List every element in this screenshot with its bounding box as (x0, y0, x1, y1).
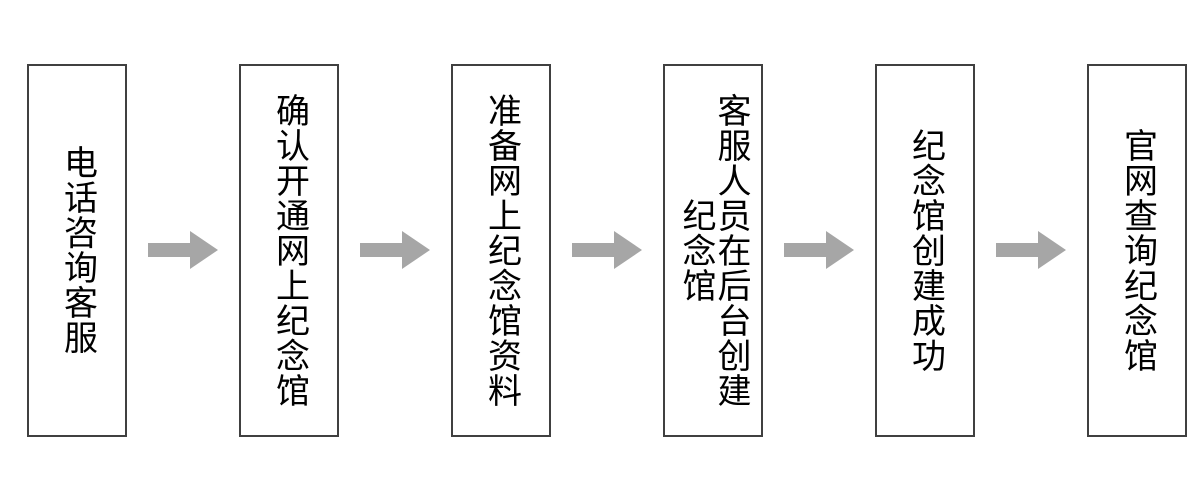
flow-step-3[interactable]: 准备网上纪念馆资料 (451, 63, 551, 437)
flow-step-5[interactable]: 纪念馆创建成功 (875, 63, 975, 437)
flow-connector-1 (148, 229, 218, 271)
flow-step-6-label: 官网查询纪念馆 (1117, 127, 1158, 373)
flow-connector-5 (996, 229, 1066, 271)
flow-step-5-label: 纪念馆创建成功 (905, 127, 946, 373)
flow-step-3-label: 准备网上纪念馆资料 (481, 92, 522, 408)
arrow-right-icon (572, 231, 642, 269)
flow-step-4-label: 客服人员在后台创建纪念馆 (676, 92, 752, 408)
flow-step-1[interactable]: 电话咨询客服 (27, 63, 127, 437)
flow-step-1-label: 电话咨询客服 (57, 145, 98, 355)
flow-step-6[interactable]: 官网查询纪念馆 (1087, 63, 1187, 437)
arrow-right-icon (784, 231, 854, 269)
arrow-right-icon (996, 231, 1066, 269)
flow-step-2[interactable]: 确认开通网上纪念馆 (239, 63, 339, 437)
arrow-right-icon (360, 231, 430, 269)
flow-connector-4 (784, 229, 854, 271)
flow-step-4[interactable]: 客服人员在后台创建纪念馆 (663, 63, 763, 437)
flow-connector-2 (360, 229, 430, 271)
flow-step-2-label: 确认开通网上纪念馆 (269, 92, 310, 408)
arrow-right-icon (148, 231, 218, 269)
flow-connector-3 (572, 229, 642, 271)
